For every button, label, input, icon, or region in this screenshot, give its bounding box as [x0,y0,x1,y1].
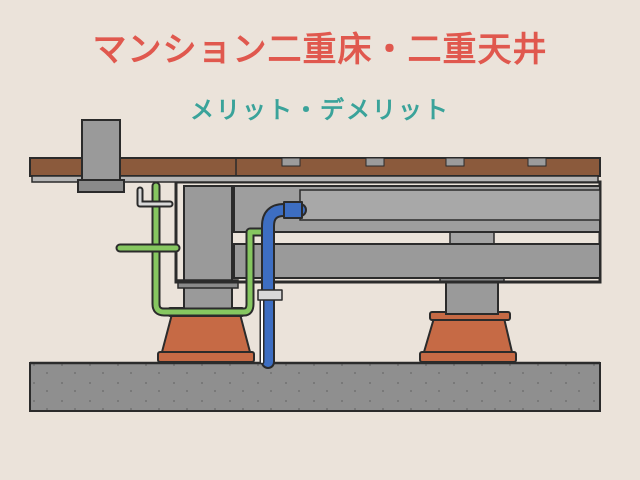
water-pipe [257,201,307,369]
page-subtitle: メリット・デメリット [190,96,450,124]
support-leg-left [177,185,239,311]
drain-pipe [77,119,125,193]
concrete-slab [29,361,601,412]
page-title: マンション二重床・二重天井 [92,30,548,70]
subfloor-frame [174,180,602,284]
support-base-right [419,311,517,363]
gas-pipe [115,181,267,317]
floor-panel [29,157,601,183]
